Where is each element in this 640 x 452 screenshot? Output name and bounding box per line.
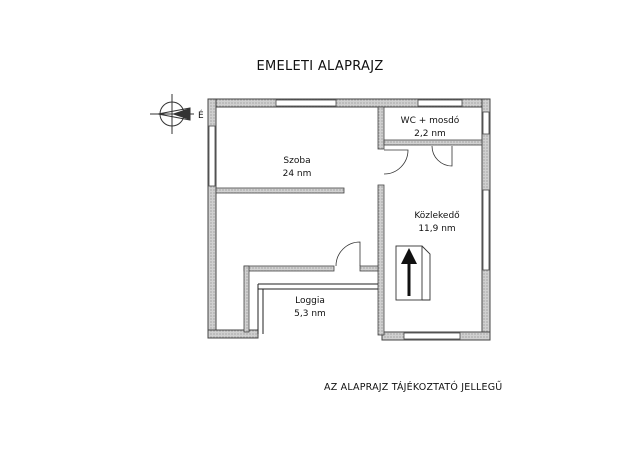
stair-arrow-icon <box>401 248 417 264</box>
staircase <box>395 245 431 301</box>
room-label-loggia: Loggia 5,3 nm <box>294 296 326 319</box>
svg-text:WC + mosdó: WC + mosdó <box>401 115 460 126</box>
interior-walls <box>215 106 483 336</box>
svg-text:Loggia: Loggia <box>295 296 325 306</box>
room-label-kozlekedo: Közlekedő 11,9 nm <box>414 211 460 234</box>
compass-icon: É <box>150 94 204 134</box>
windows <box>208 99 490 340</box>
svg-text:Szoba: Szoba <box>283 156 310 166</box>
door-wc <box>431 145 453 167</box>
svg-text:11,9 nm: 11,9 nm <box>418 224 455 234</box>
disclaimer-note: AZ ALAPRAJZ TÁJÉKOZTATÓ JELLEGŰ <box>324 382 503 393</box>
room-label-wc: WC + mosdó 2,2 nm <box>401 115 460 139</box>
loggia-parapet <box>257 283 378 334</box>
room-label-szoba: Szoba 24 nm <box>283 156 312 179</box>
svg-text:24 nm: 24 nm <box>283 169 312 179</box>
compass-letter: É <box>198 109 204 121</box>
door-loggia <box>335 241 361 267</box>
plan-title: EMELETI ALAPRAJZ <box>256 59 384 74</box>
door-swings <box>335 145 453 267</box>
svg-text:2,2 nm: 2,2 nm <box>414 129 446 139</box>
svg-text:5,3 nm: 5,3 nm <box>294 309 326 319</box>
door-corridor-szoba <box>383 149 409 175</box>
svg-text:Közlekedő: Közlekedő <box>414 211 460 221</box>
